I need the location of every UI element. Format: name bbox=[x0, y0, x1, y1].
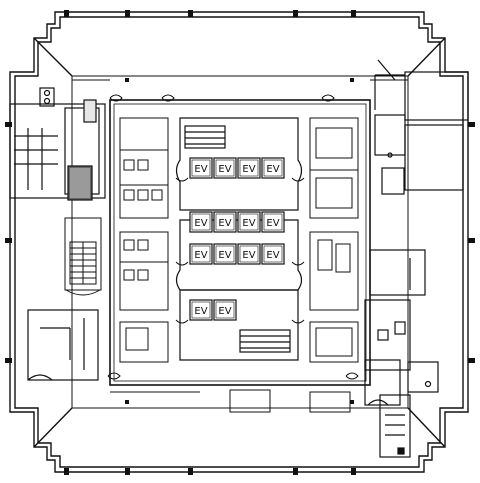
elevator-car-inner bbox=[191, 245, 211, 263]
elevator-car-inner bbox=[263, 245, 283, 263]
elevator-car-box bbox=[189, 157, 213, 179]
elevator-label: EV bbox=[242, 218, 255, 229]
elevator-car-inner bbox=[239, 213, 259, 231]
right-service-block bbox=[374, 59, 469, 195]
elevator-car-inner bbox=[215, 213, 235, 231]
elevator-car-inner bbox=[215, 159, 235, 177]
core-right-rooms bbox=[309, 117, 359, 363]
elevator-car-inner bbox=[239, 245, 259, 263]
elevator-label: EV bbox=[218, 306, 231, 317]
elevator-car: EV bbox=[213, 299, 237, 321]
elevator-car-box bbox=[213, 243, 237, 265]
elevator-label: EV bbox=[242, 164, 255, 175]
elevator-car: EV bbox=[237, 157, 261, 179]
left-lower-room bbox=[27, 309, 99, 381]
left-service-block bbox=[9, 87, 106, 201]
elevator-car-box bbox=[261, 157, 285, 179]
elevator-car-box bbox=[213, 157, 237, 179]
elevator-car-inner bbox=[191, 301, 211, 319]
elevator-label: EV bbox=[242, 250, 255, 261]
elevator-label: EV bbox=[266, 218, 279, 229]
elevator-car-box bbox=[189, 299, 213, 321]
elevator-car-box bbox=[213, 299, 237, 321]
elevator-car-box bbox=[189, 211, 213, 233]
elevator-car: EV bbox=[261, 211, 285, 233]
elevator-car-inner bbox=[191, 159, 211, 177]
elevator-car-inner bbox=[263, 159, 283, 177]
elevator-car-inner bbox=[215, 245, 235, 263]
perimeter-zone bbox=[71, 75, 409, 409]
left-stair bbox=[64, 217, 102, 296]
elevator-label: EV bbox=[218, 218, 231, 229]
elevator-label: EV bbox=[194, 306, 207, 317]
elevator-car: EV bbox=[261, 157, 285, 179]
elevator-car-inner bbox=[191, 213, 211, 231]
elevator-label: EV bbox=[266, 164, 279, 175]
core-left-rooms bbox=[119, 117, 169, 363]
elevator-car: EV bbox=[261, 243, 285, 265]
elevator-halls bbox=[175, 117, 303, 361]
elevator-car-inner bbox=[263, 213, 283, 231]
elevator-car: EV bbox=[189, 211, 213, 233]
core-outline bbox=[109, 99, 371, 386]
right-lower-block bbox=[364, 249, 439, 458]
elevator-label: EV bbox=[194, 218, 207, 229]
elevator-car-inner bbox=[239, 159, 259, 177]
elevator-car-box bbox=[213, 211, 237, 233]
elevator-label: EV bbox=[194, 164, 207, 175]
elevator-car-box bbox=[261, 211, 285, 233]
elevator-car-box bbox=[237, 157, 261, 179]
elevator-label: EV bbox=[218, 164, 231, 175]
elevator-car: EV bbox=[237, 211, 261, 233]
elevator-car: EV bbox=[213, 243, 237, 265]
elevator-car-box bbox=[189, 243, 213, 265]
elevator-car-box bbox=[261, 243, 285, 265]
elevator-car: EV bbox=[237, 243, 261, 265]
elevator-car: EV bbox=[189, 243, 213, 265]
elevator-car-inner bbox=[215, 301, 235, 319]
elevator-car: EV bbox=[213, 211, 237, 233]
elevator-car-box bbox=[237, 243, 261, 265]
elevator-car: EV bbox=[189, 299, 213, 321]
outer-walls bbox=[9, 11, 469, 473]
elevator-car-box bbox=[237, 211, 261, 233]
elevator-label: EV bbox=[266, 250, 279, 261]
bottom-stubs bbox=[110, 389, 351, 413]
elevator-car: EV bbox=[213, 157, 237, 179]
elevator-car: EV bbox=[189, 157, 213, 179]
elevator-label: EV bbox=[218, 250, 231, 261]
door-symbols bbox=[107, 94, 359, 380]
elevator-label: EV bbox=[194, 250, 207, 261]
elevator-layer: EV EV EV EV EV EV EV EV EV EV EV EV EV EV bbox=[189, 157, 285, 321]
